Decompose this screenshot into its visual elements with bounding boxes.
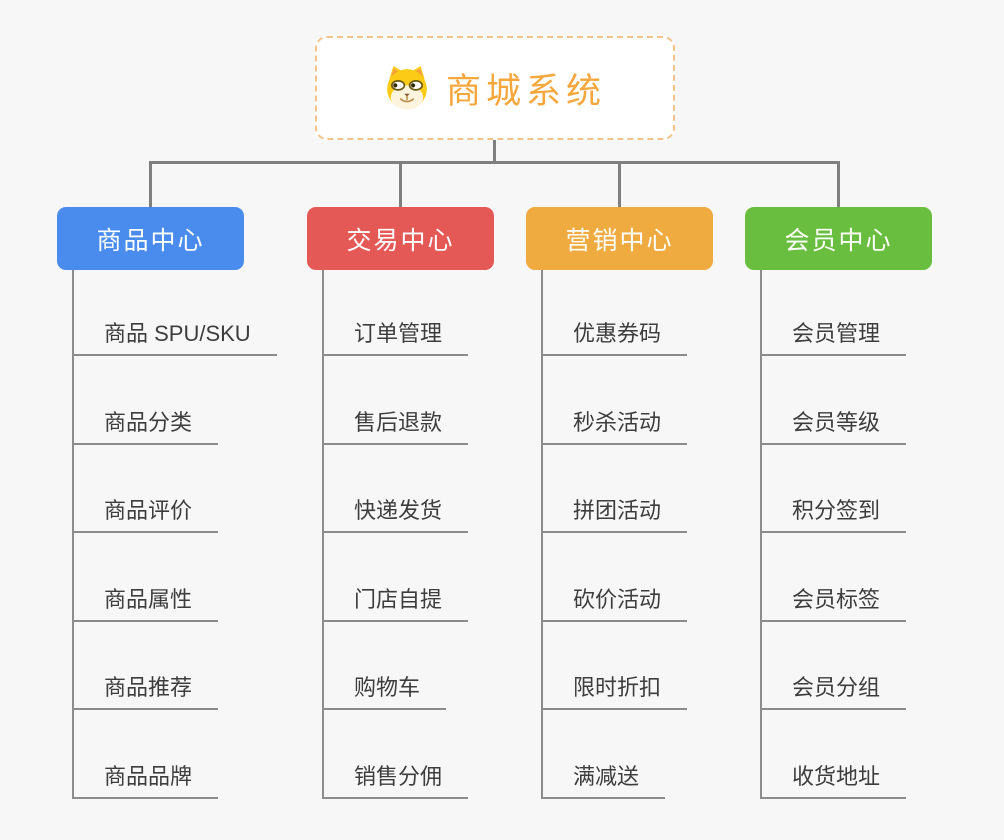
spine-product-center <box>72 270 74 799</box>
branch-label: 会员中心 <box>784 226 893 255</box>
leaf-node[interactable]: 会员管理 <box>760 314 907 356</box>
leaf-node[interactable]: 满减送 <box>541 757 666 799</box>
branch-label: 交易中心 <box>346 226 455 255</box>
connector-root-stub <box>493 138 496 162</box>
leaf-node[interactable]: 收货地址 <box>760 757 907 799</box>
branch-node-marketing-center[interactable]: 营销中心 <box>526 207 713 270</box>
spine-trade-center <box>322 270 324 799</box>
leaf-node[interactable]: 会员等级 <box>760 403 907 445</box>
leaf-node[interactable]: 秒杀活动 <box>541 403 688 445</box>
leaf-node[interactable]: 商品分类 <box>72 403 219 445</box>
leaf-node[interactable]: 优惠券码 <box>541 314 688 356</box>
connector-top-rail <box>149 161 840 164</box>
leaf-node[interactable]: 快递发货 <box>322 491 469 533</box>
connector-drop-marketing <box>618 161 621 207</box>
leaf-node[interactable]: 商品评价 <box>72 491 219 533</box>
shiba-dog-icon <box>384 65 430 111</box>
leaf-node[interactable]: 商品属性 <box>72 580 219 622</box>
leaf-node[interactable]: 商品品牌 <box>72 757 219 799</box>
connector-drop-trade <box>399 161 402 207</box>
leaf-node[interactable]: 砍价活动 <box>541 580 688 622</box>
leaf-node[interactable]: 商品推荐 <box>72 668 219 710</box>
branch-node-product-center[interactable]: 商品中心 <box>57 207 244 270</box>
leaf-node[interactable]: 积分签到 <box>760 491 907 533</box>
branch-node-trade-center[interactable]: 交易中心 <box>307 207 494 270</box>
branch-label: 商品中心 <box>96 226 205 255</box>
leaf-node[interactable]: 售后退款 <box>322 403 469 445</box>
root-node[interactable]: 商城系统 <box>315 36 675 140</box>
leaf-node[interactable]: 订单管理 <box>322 314 469 356</box>
leaf-node[interactable]: 门店自提 <box>322 580 469 622</box>
leaf-node[interactable]: 限时折扣 <box>541 668 688 710</box>
leaf-node[interactable]: 拼团活动 <box>541 491 688 533</box>
leaf-node[interactable]: 销售分佣 <box>322 757 469 799</box>
leaf-node[interactable]: 商品 SPU/SKU <box>72 314 277 356</box>
connector-drop-product <box>149 161 152 207</box>
leaf-node[interactable]: 会员标签 <box>760 580 907 622</box>
branch-label: 营销中心 <box>565 226 674 255</box>
branch-node-member-center[interactable]: 会员中心 <box>745 207 932 270</box>
root-node-title: 商城系统 <box>445 71 606 111</box>
spine-member-center <box>760 270 762 799</box>
leaf-node[interactable]: 购物车 <box>322 668 447 710</box>
leaf-node[interactable]: 会员分组 <box>760 668 907 710</box>
connector-drop-member <box>837 161 840 207</box>
spine-marketing-center <box>541 270 543 799</box>
